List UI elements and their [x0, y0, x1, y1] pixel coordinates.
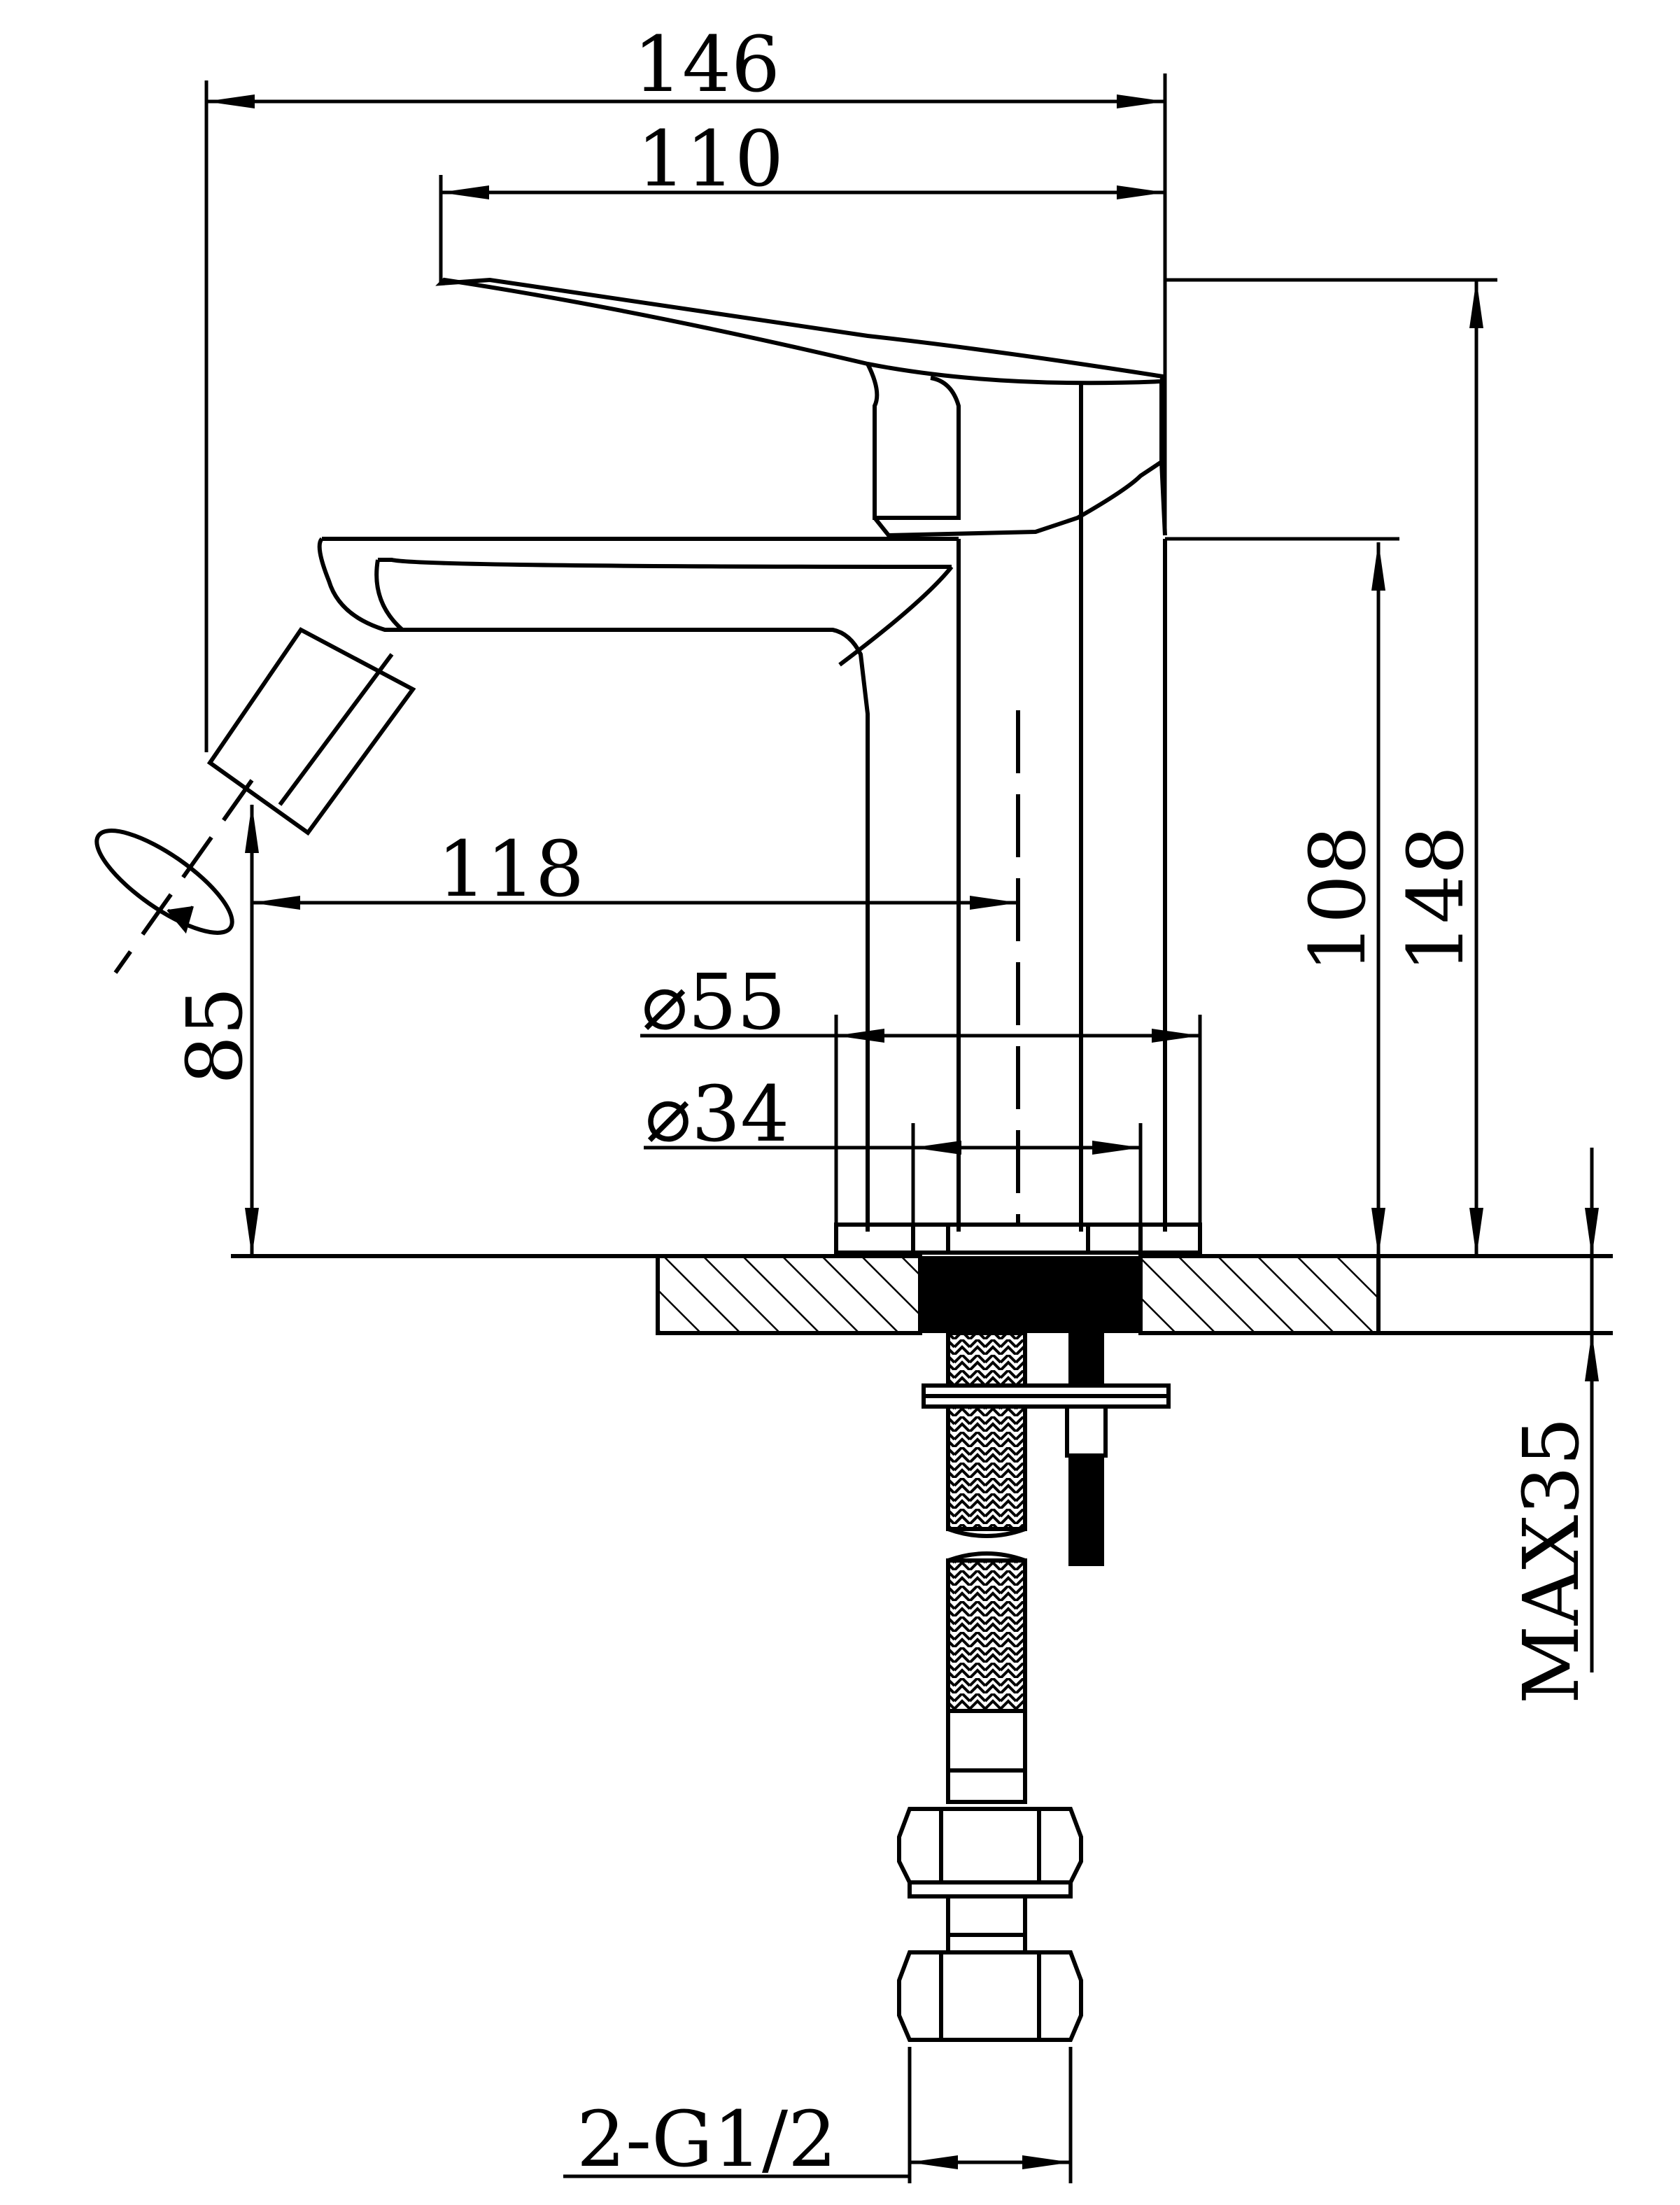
nozzle [206, 627, 416, 836]
faucet-outline [206, 277, 1202, 1255]
dim-base-diameter: ⌀55 [642, 957, 786, 1047]
handle-neck [866, 362, 961, 520]
spout [317, 537, 959, 1232]
lever-handle [435, 277, 1166, 386]
dim-max-deck-thickness: MAX35 [1506, 1417, 1596, 1704]
dim-connection: 2-G1/2 [577, 2094, 837, 2184]
nozzle-axis [113, 779, 254, 974]
spray-arrow [167, 906, 194, 934]
dim-spout-height: 85 [170, 987, 260, 1085]
dimension-lines [204, 73, 1599, 2183]
dim-width-overall: 146 [633, 20, 780, 109]
dim-body-height: 108 [1293, 826, 1383, 973]
base-plate [834, 1223, 1202, 1255]
dim-spout-reach: 118 [437, 824, 584, 914]
dim-body-diameter: ⌀34 [645, 1069, 789, 1159]
dim-total-height: 148 [1391, 826, 1481, 973]
dim-width-lever: 110 [637, 114, 784, 204]
hose-and-mounting [897, 1331, 1171, 2042]
spray-symbol [94, 829, 234, 935]
deck-section [231, 1254, 1613, 1335]
